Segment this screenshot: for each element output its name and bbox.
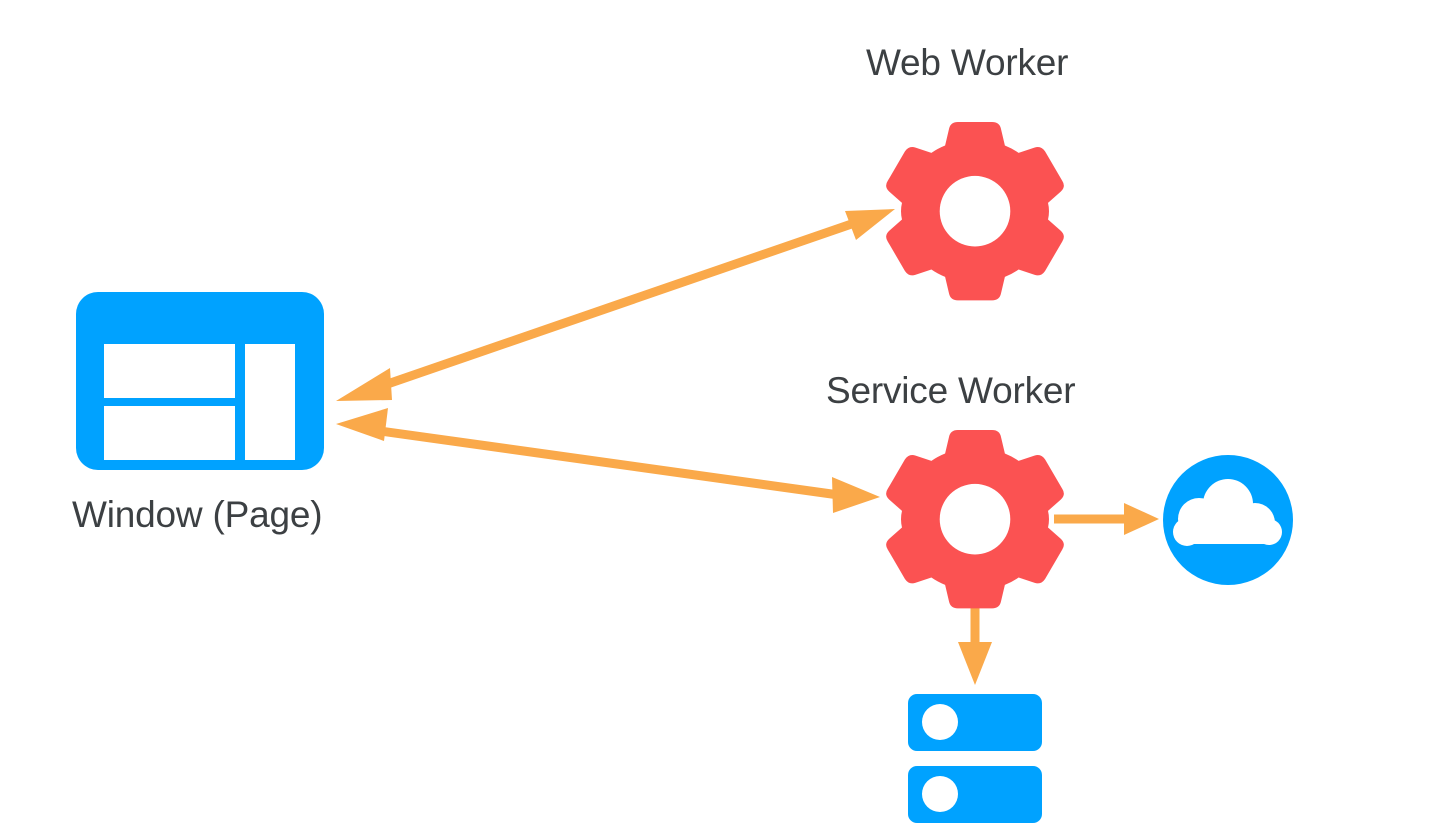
browser-window-icon xyxy=(76,292,324,470)
cloud-icon xyxy=(1163,455,1293,585)
gear-icon-web-worker xyxy=(886,122,1064,301)
label-web-worker: Web Worker xyxy=(866,42,1069,83)
label-window-page: Window (Page) xyxy=(72,494,323,535)
database-icon xyxy=(908,694,1042,823)
edge-service-worker-cache xyxy=(958,607,992,685)
label-service-worker: Service Worker xyxy=(826,370,1076,411)
gear-icon-service-worker xyxy=(886,430,1064,609)
edge-window-service-worker xyxy=(336,408,880,513)
edge-window-web-worker xyxy=(336,209,895,401)
edge-service-worker-cloud xyxy=(1054,503,1159,535)
